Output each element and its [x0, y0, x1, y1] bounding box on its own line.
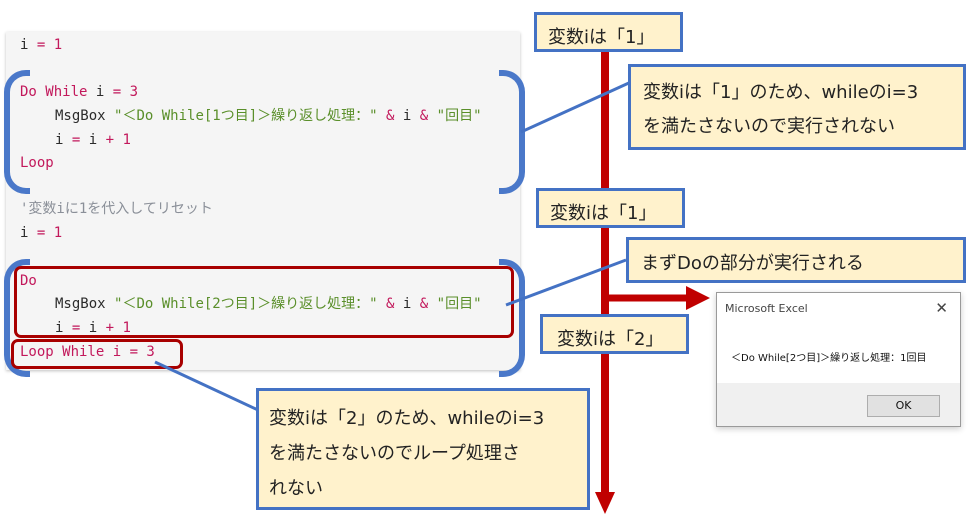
callout-do-first: まずDoの部分が実行される	[626, 237, 966, 283]
msgbox-dialog: Microsoft Excel ✕ ＜Do While[2つ目]＞繰り返し処理：…	[716, 292, 961, 427]
code-line-5: Loop	[20, 155, 54, 171]
connector-while-note	[520, 80, 632, 134]
callout-var-i-2: 変数iは「2」	[540, 314, 689, 354]
code-line-9: MsgBox "＜Do While[2つ目]＞繰り返し処理：" & i & "回…	[55, 296, 482, 312]
code-line-3: MsgBox "＜Do While[1つ目]＞繰り返し処理：" & i & "回…	[55, 108, 482, 124]
code-line-7: i = 1	[20, 225, 63, 241]
callout-text: 変数iは「1」	[550, 203, 657, 224]
code-line-4: i = i + 1	[55, 132, 131, 148]
callout-var-i-1-mid: 変数iは「1」	[536, 188, 685, 228]
ok-button[interactable]: OK	[867, 395, 940, 417]
code-line-11: Loop While i = 3	[20, 344, 155, 360]
dialog-footer: OK	[717, 383, 960, 426]
code-line-10: i = i + 1	[55, 320, 131, 336]
callout-var-i-1-top: 変数iは「1」	[534, 12, 683, 52]
down-arrow-head	[595, 492, 615, 514]
callout-text: 変数iは「2」のため、whileのi=3 を満たさないのでループ処理さ れない	[269, 408, 545, 499]
close-icon[interactable]: ✕	[935, 299, 948, 317]
dialog-title: Microsoft Excel	[725, 302, 808, 315]
callout-text: 変数iは「1」	[548, 27, 655, 48]
callout-text: まずDoの部分が実行される	[641, 253, 864, 274]
dialog-message: ＜Do While[2つ目]＞繰り返し処理：1回目	[731, 353, 927, 364]
callout-text: 変数iは「1」のため、whileのi=3 を満たさないので実行されない	[643, 82, 919, 137]
code-line-1: i = 1	[20, 37, 63, 53]
callout-loop-false: 変数iは「2」のため、whileのi=3 を満たさないのでループ処理さ れない	[256, 388, 590, 510]
connector-loop-note	[154, 360, 259, 412]
callout-while-false: 変数iは「1」のため、whileのi=3 を満たさないので実行されない	[628, 64, 966, 150]
code-line-6: '変数iに1を代入してリセット	[20, 201, 213, 217]
callout-text: 変数iは「2」	[557, 329, 664, 350]
highlight-loop-while	[11, 339, 183, 369]
bracket-right-2	[499, 259, 525, 377]
code-editor-panel: i = 1 Do While i = 3 MsgBox "＜Do While[1…	[6, 32, 520, 370]
bracket-left-2	[4, 259, 30, 377]
bracket-left-1	[4, 70, 30, 194]
connector-do-note	[505, 258, 627, 307]
right-arrow-head	[686, 286, 710, 310]
